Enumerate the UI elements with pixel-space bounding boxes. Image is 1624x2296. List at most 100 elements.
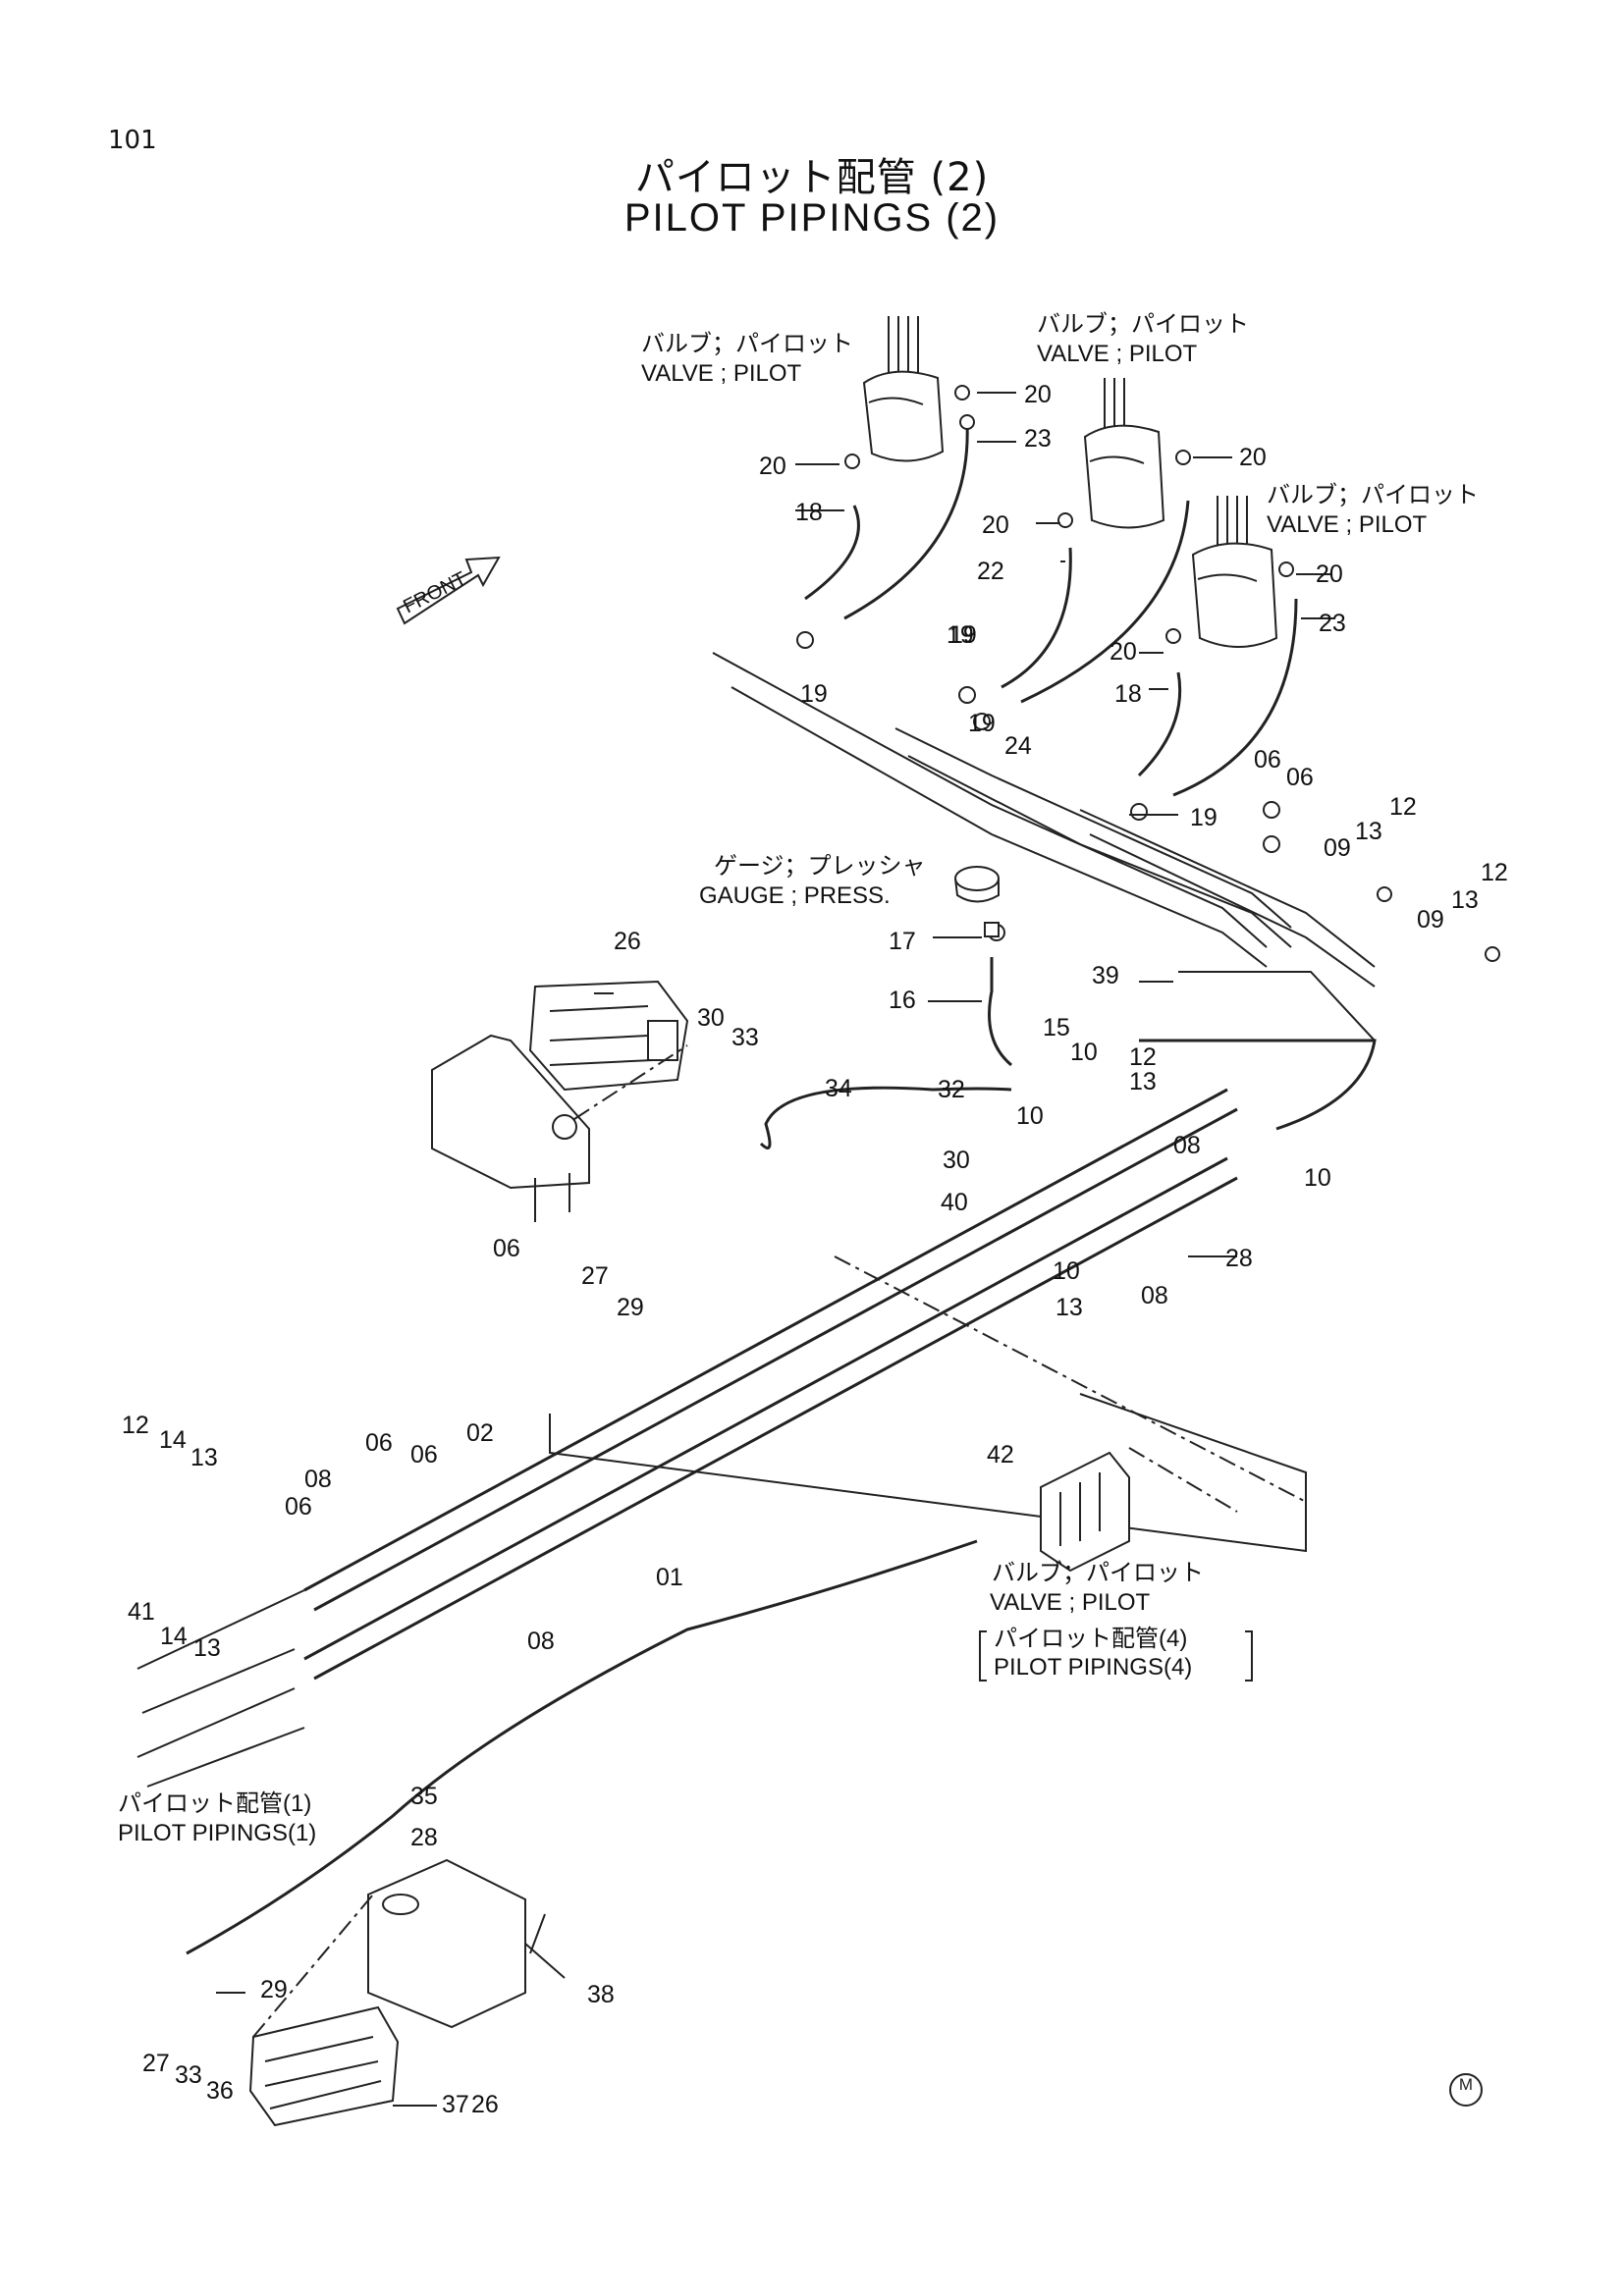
valve-hoses: [804, 423, 1298, 797]
main-pipe-02-a: [303, 1088, 1228, 1592]
hose-23-b: [1020, 500, 1190, 704]
part-number-42: 42: [987, 1441, 1014, 1468]
pipe-ends-left: [136, 1589, 305, 1788]
part-number-09: 09: [1324, 834, 1351, 862]
pipe-line-d: [907, 755, 1292, 948]
part-number-20: 20: [1316, 561, 1343, 588]
part-number-33: 33: [175, 2061, 202, 2089]
part-number-19: 19: [947, 621, 974, 649]
bracket-upper-hole: [552, 1114, 577, 1140]
part-number-10: 10: [1016, 1102, 1044, 1130]
leader-set-4: [928, 936, 1237, 1257]
valve-4-details: [1059, 1472, 1101, 1546]
fitting: [1263, 835, 1280, 853]
valve-1-label-en: VALVE ; PILOT: [641, 360, 802, 387]
part-number-26: 26: [471, 2091, 499, 2118]
fitting: [1130, 803, 1148, 821]
valve-2-stems: [1104, 378, 1125, 432]
accumulator-upper-coils: [549, 1005, 654, 1066]
valve-1-detail: [868, 397, 924, 405]
valve-4-label-en: VALVE ; PILOT: [990, 1589, 1151, 1616]
part-number-32: 32: [938, 1076, 965, 1103]
part-number-10: 10: [1304, 1164, 1331, 1192]
part-number-22: 22: [977, 558, 1004, 585]
part-number-35: 35: [410, 1783, 438, 1810]
part-number-19: 19: [800, 680, 828, 708]
part-number-18: 18: [795, 499, 823, 526]
part-number-08: 08: [527, 1628, 555, 1655]
valve-1-stems: [888, 316, 919, 373]
valve-2-detail: [1089, 455, 1145, 464]
bracket-upper-centerline: [573, 1044, 688, 1120]
leader-set-5: [529, 992, 614, 1954]
part-number-13: 13: [1451, 886, 1479, 914]
part-number-34: 34: [825, 1075, 852, 1102]
leader-set-6: [216, 1943, 566, 2107]
bracket-lower: [367, 1858, 526, 2029]
fitting: [796, 631, 814, 649]
part-number-37: 37: [442, 2091, 469, 2118]
valve-1-label-jp: バルブ；パイロット: [641, 331, 853, 357]
leader-set-3: [1129, 573, 1335, 816]
ref-piping-4-en: PILOT PIPINGS(4): [994, 1654, 1192, 1681]
accumulator-lower: [248, 1894, 400, 2127]
gauge-label-jp: ゲージ；プレッシャ: [714, 853, 926, 880]
bracket-upper-body: [431, 1034, 590, 1190]
part-number-10: 10: [1070, 1039, 1098, 1066]
part-number-19: 19: [1190, 804, 1218, 831]
valve-4-centerline: [1128, 1447, 1238, 1513]
part-number-24: 24: [1004, 732, 1032, 760]
part-number-20: 20: [982, 511, 1009, 539]
front-arrow: FRONT: [396, 556, 501, 625]
part-number-06: 06: [365, 1429, 393, 1457]
part-number-30: 30: [943, 1147, 970, 1174]
part-number-28: 28: [1225, 1245, 1253, 1272]
part-number-27: 27: [142, 2050, 170, 2077]
part-number-33: 33: [731, 1024, 759, 1051]
pipe-40: [1139, 1039, 1377, 1131]
main-pipe-02-b: [313, 1107, 1238, 1612]
fitting: [1165, 628, 1181, 644]
hose-18-b: [1137, 671, 1182, 777]
pipe-line-a: [712, 652, 1268, 948]
pipe-39: [1178, 971, 1376, 1041]
hose-23-a: [843, 423, 969, 620]
part-number-20: 20: [1239, 444, 1267, 471]
accumulator-lower-body: [248, 2005, 400, 2127]
cover-plate-outline: [549, 1393, 1307, 1553]
bracket-lower-hole: [382, 1894, 419, 1915]
page-title-english: PILOT PIPINGS (2): [623, 196, 1001, 240]
accumulator-upper: [528, 980, 689, 1092]
accumulator-lower-centerline: [252, 1894, 374, 2038]
part-number-09: 09: [1417, 906, 1444, 934]
fitting: [1263, 801, 1280, 819]
gauge-face: [954, 866, 1000, 891]
part-number-29: 29: [260, 1976, 288, 2003]
part-number-02: 02: [466, 1419, 494, 1447]
fitting: [954, 385, 970, 400]
part-number-16: 16: [889, 987, 916, 1014]
part-number-10: 10: [1053, 1257, 1080, 1285]
part-number-13: 13: [1355, 818, 1382, 845]
part-number-06: 06: [1254, 746, 1281, 774]
accumulator-upper-body: [528, 980, 689, 1092]
pilot-valve-2: [1083, 378, 1165, 529]
part-number-28: 28: [410, 1824, 438, 1851]
part-number-41: 41: [128, 1598, 155, 1626]
pipe-line-e: [1079, 809, 1376, 968]
accumulator-lower-coils: [264, 2036, 382, 2109]
fitting: [1278, 561, 1294, 577]
part-number-23: 23: [1319, 610, 1346, 637]
gauge-body: [954, 878, 1000, 903]
part-number-23: 23: [1024, 425, 1052, 453]
pilot-valve-1: [862, 316, 945, 462]
main-pipe-01-a: [303, 1156, 1228, 1661]
pipe-line-f: [1089, 833, 1376, 988]
ref-piping-4-jp: パイロット配管(4): [994, 1626, 1187, 1652]
hose-35: [186, 1539, 978, 1955]
pilot-valve-3: [1191, 496, 1278, 648]
main-pipes: [136, 971, 1377, 1788]
fitting: [1485, 946, 1500, 962]
